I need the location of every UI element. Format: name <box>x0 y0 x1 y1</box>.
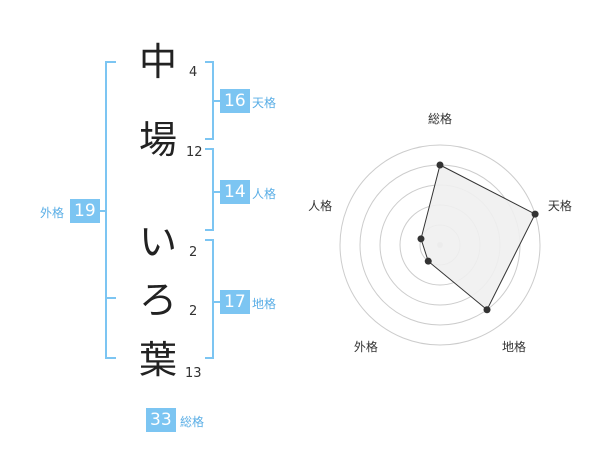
stroke-count-3: 2 <box>189 245 198 260</box>
radar-area-group <box>417 161 539 314</box>
jinkaku-value: 14 <box>220 180 250 204</box>
tenkaku-bracket <box>205 61 214 140</box>
name-char-1: 中 <box>138 40 177 84</box>
radar-point-3 <box>483 306 491 314</box>
tenkaku-value: 16 <box>220 89 250 113</box>
jinkaku-bracket <box>205 148 214 231</box>
name-char-3: い <box>138 220 177 264</box>
tenkaku-label: 天格 <box>252 96 277 110</box>
stroke-count-2: 12 <box>186 145 203 160</box>
name-char-5: 葉 <box>138 338 177 382</box>
name-char-4: ろ <box>138 278 177 322</box>
radar-axis-label-1: 総格 <box>428 111 452 126</box>
stroke-count-1: 4 <box>189 65 198 80</box>
stroke-count-5: 13 <box>185 366 202 381</box>
gaikaku-value: 19 <box>70 199 100 223</box>
radar-axis-label-2: 天格 <box>548 198 572 213</box>
chikaku-value: 17 <box>220 290 250 314</box>
radar-point-5 <box>417 235 425 243</box>
soukaku-label: 総格 <box>180 415 205 429</box>
radar-point-4 <box>424 257 432 265</box>
gaikaku-label: 外格 <box>40 206 65 220</box>
radar-point-1 <box>436 161 444 169</box>
radar-axis-label-5: 人格 <box>308 198 332 213</box>
radar-point-2 <box>531 210 539 218</box>
radar-area <box>420 164 536 311</box>
radar-axis-label-3: 地格 <box>502 339 526 354</box>
name-char-2: 場 <box>138 118 177 162</box>
jinkaku-label: 人格 <box>252 187 277 201</box>
soukaku-value: 33 <box>146 408 176 432</box>
gaikaku-bracket <box>105 61 116 359</box>
chikaku-label: 地格 <box>252 297 277 311</box>
radar-ring-5 <box>339 144 541 346</box>
chikaku-bracket <box>205 239 214 359</box>
stroke-count-4: 2 <box>189 304 198 319</box>
radar-axis-label-4: 外格 <box>354 339 378 354</box>
